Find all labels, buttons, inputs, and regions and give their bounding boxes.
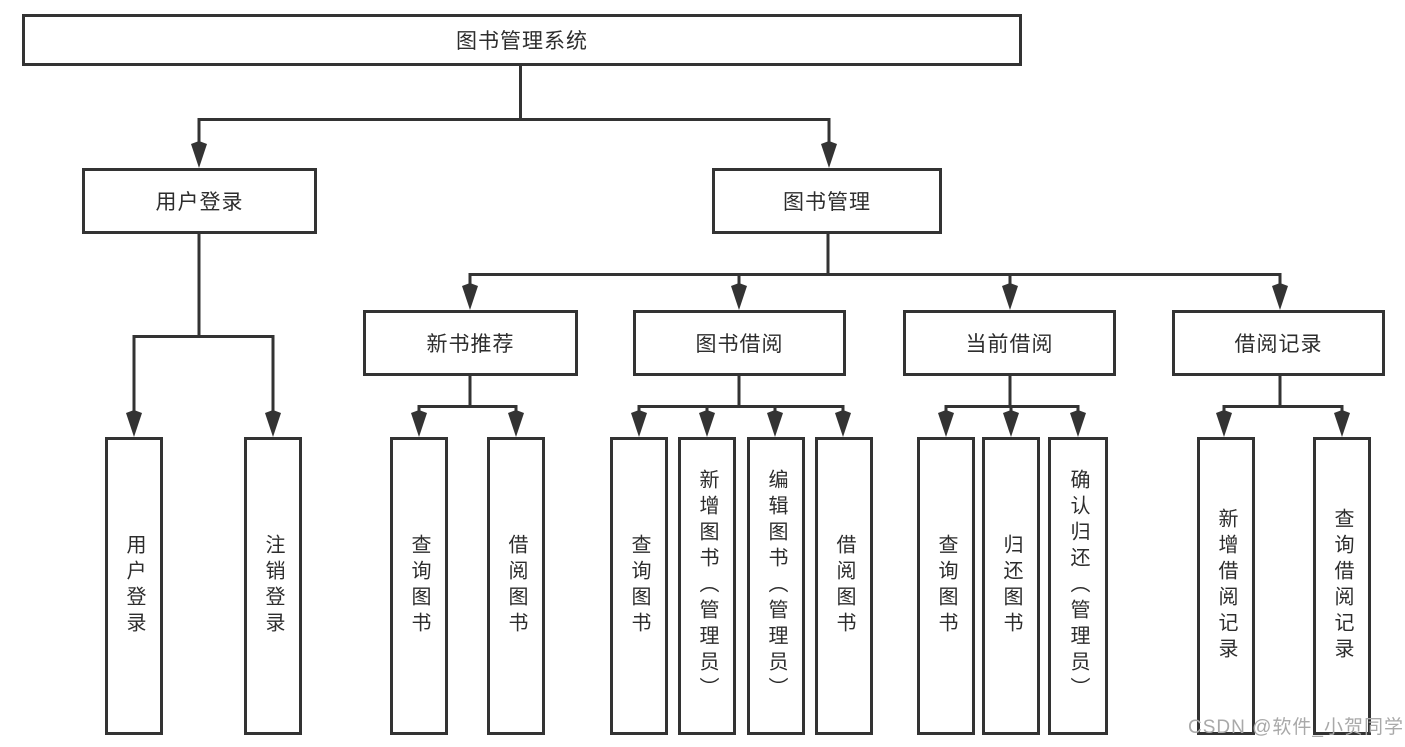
- node-new-book-recommend: 新书推荐: [363, 310, 578, 376]
- node-label: 借阅图书: [505, 534, 527, 638]
- leaf-logout: 注销登录: [244, 437, 302, 735]
- arrowheads: [126, 141, 1350, 437]
- node-user-login: 用户登录: [82, 168, 317, 234]
- node-label: 用户登录: [155, 191, 244, 214]
- leaf-query-books-current: 查询图书: [917, 437, 975, 735]
- node-label: 图书借阅: [695, 333, 784, 356]
- node-label: 图书管理: [783, 191, 871, 214]
- node-label: 编辑图书（管理员）: [765, 469, 787, 703]
- leaf-return-books: 归还图书: [982, 437, 1040, 735]
- node-label: 用户登录: [123, 534, 145, 638]
- node-label: 查询借阅记录: [1331, 508, 1353, 664]
- node-label: 借阅记录: [1234, 333, 1323, 356]
- node-label: 查询图书: [408, 534, 430, 638]
- leaf-user-login: 用户登录: [105, 437, 163, 735]
- node-borrowing-records: 借阅记录: [1172, 310, 1385, 376]
- leaf-query-books-recommend: 查询图书: [390, 437, 448, 735]
- node-label: 查询图书: [628, 534, 650, 638]
- node-book-borrowing: 图书借阅: [633, 310, 846, 376]
- node-current-borrowing: 当前借阅: [903, 310, 1116, 376]
- leaf-edit-books-admin: 编辑图书（管理员）: [747, 437, 805, 735]
- node-label: 图书管理系统: [456, 30, 588, 53]
- node-label: 当前借阅: [965, 333, 1054, 356]
- node-label: 归还图书: [1000, 534, 1022, 638]
- node-library-management-system: 图书管理系统: [22, 14, 1022, 66]
- leaf-query-borrow-record: 查询借阅记录: [1313, 437, 1371, 735]
- node-label: 借阅图书: [833, 534, 855, 638]
- leaf-confirm-return-admin: 确认归还（管理员）: [1048, 437, 1108, 735]
- csdn-watermark: CSDN @软件_小贺同学: [1188, 717, 1404, 738]
- node-label: 新增图书（管理员）: [696, 469, 718, 703]
- node-label: 确认归还（管理员）: [1067, 469, 1089, 703]
- node-label: 查询图书: [935, 534, 957, 638]
- node-label: 注销登录: [262, 534, 284, 638]
- node-label: 新书推荐: [426, 333, 515, 356]
- node-label: 新增借阅记录: [1215, 508, 1237, 664]
- leaf-add-books-admin: 新增图书（管理员）: [678, 437, 736, 735]
- leaf-query-books-borrowing: 查询图书: [610, 437, 668, 735]
- leaf-borrow-books-recommend: 借阅图书: [487, 437, 545, 735]
- leaf-borrow-books: 借阅图书: [815, 437, 873, 735]
- leaf-add-borrow-record: 新增借阅记录: [1197, 437, 1255, 735]
- node-book-management: 图书管理: [712, 168, 942, 234]
